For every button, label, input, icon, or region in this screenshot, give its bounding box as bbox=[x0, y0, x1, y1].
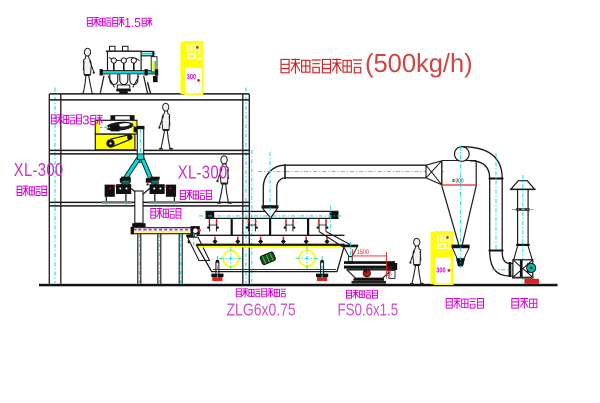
svg-text:300: 300 bbox=[436, 267, 446, 275]
svg-text:340: 340 bbox=[388, 266, 394, 277]
svg-text:ZLG6x0.75: ZLG6x0.75 bbox=[227, 301, 296, 320]
svg-text:XL-300: XL-300 bbox=[14, 160, 64, 181]
svg-text:Φ300: Φ300 bbox=[452, 178, 464, 185]
svg-text:1500: 1500 bbox=[357, 250, 370, 256]
svg-text:3: 3 bbox=[82, 113, 89, 128]
svg-text:XL-300: XL-300 bbox=[178, 162, 228, 183]
svg-text:FS0.6x1.5: FS0.6x1.5 bbox=[338, 301, 399, 320]
svg-text:1.5: 1.5 bbox=[124, 15, 141, 30]
svg-text:300: 300 bbox=[187, 74, 197, 82]
svg-text:(500kg/h): (500kg/h) bbox=[365, 50, 473, 78]
